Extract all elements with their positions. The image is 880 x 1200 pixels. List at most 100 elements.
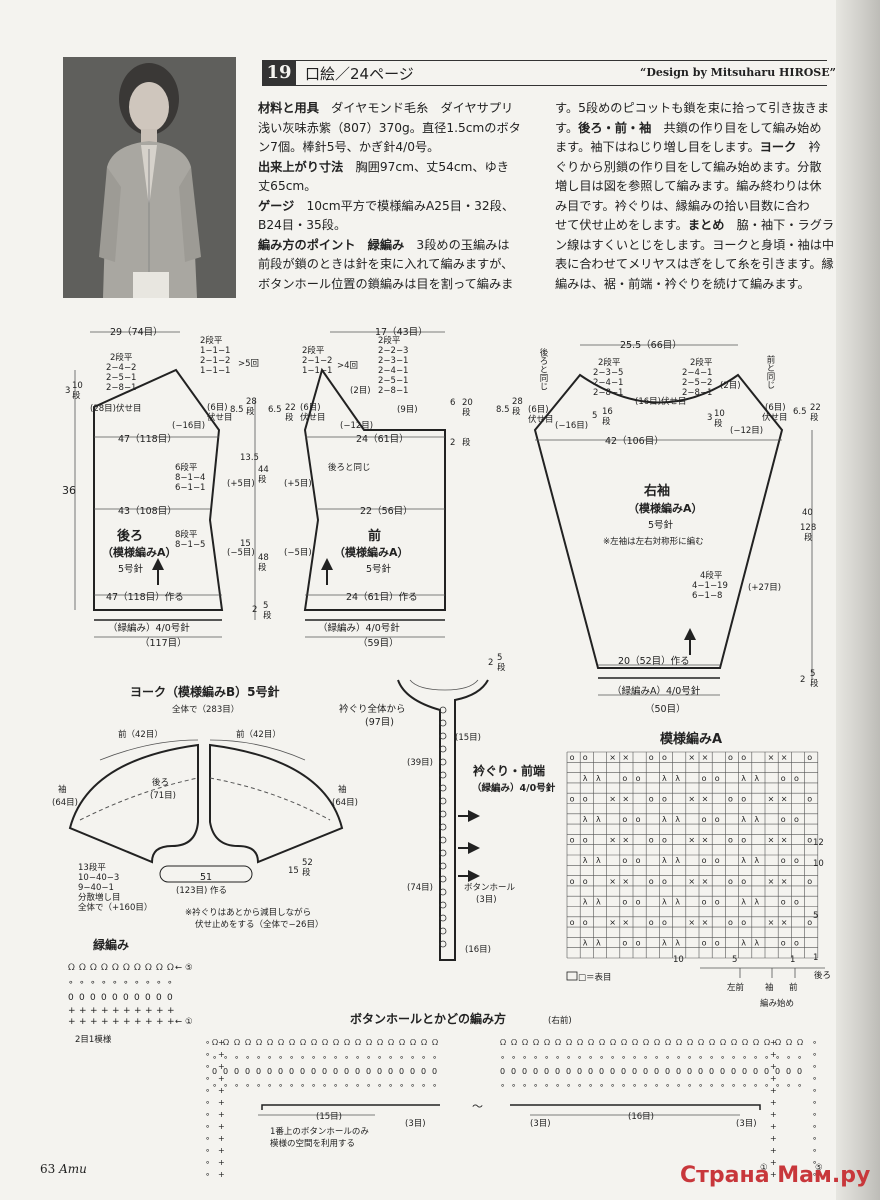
stitch-lambda: λ xyxy=(675,897,680,906)
bh-stitch: ∘ xyxy=(245,1081,250,1090)
buttonhole-note-2: 模様の空間を利用する xyxy=(270,1138,355,1149)
stitch-o: o xyxy=(570,877,575,886)
stitch-o: o xyxy=(715,815,720,824)
right-text-line: 表に合わせてメリヤスはぎをして糸を引きます。縁 xyxy=(555,255,834,275)
front-r20b: 段 xyxy=(462,407,471,418)
bh-stitch: ∘ xyxy=(500,1053,505,1062)
collar-r2: 2 xyxy=(488,658,493,668)
buttonhole-l3c: (3目) xyxy=(736,1119,757,1129)
yoke-sleeve-left-count: (64目) xyxy=(52,798,78,808)
stitch-lambda: λ xyxy=(583,856,588,865)
bh-edge-stitch: + xyxy=(218,1158,225,1167)
stitch-lambda: λ xyxy=(596,815,601,824)
pattern-a-front: 前 xyxy=(789,982,798,993)
bh-stitch: 0 xyxy=(333,1067,338,1076)
front-decb-0: 2段平 xyxy=(378,335,401,346)
stitch-cross: × xyxy=(609,877,616,886)
bh-stitch: ᘯ xyxy=(267,1038,273,1047)
stitch-cross: × xyxy=(702,918,709,927)
bh-edge-stitch: + xyxy=(770,1086,777,1095)
buttonhole-stitches: ᘯ∘0∘ᘯ∘0∘ᘯ∘0∘ᘯ∘0∘ᘯ∘0∘ᘯ∘0∘ᘯ∘0∘ᘯ∘0∘ᘯ∘0∘ᘯ∘0∘… xyxy=(205,1038,817,1179)
stitch-o: o xyxy=(622,815,627,824)
back-m16: (−16目) xyxy=(172,421,205,431)
edge-sc: + xyxy=(134,1017,142,1027)
bh-stitch: ∘ xyxy=(333,1053,338,1062)
collar-c15: (15目) xyxy=(455,733,481,743)
bh-stitch: ᘯ xyxy=(643,1038,649,1047)
sleeve-pattern: （模様編みA） xyxy=(628,501,703,515)
collar-picot xyxy=(439,888,447,896)
left-text-line: 編み方のポイント 緑編み 3段めの玉編みは xyxy=(258,236,521,256)
stitch-lambda: λ xyxy=(675,815,680,824)
edge-sc: + xyxy=(90,1006,98,1016)
yoke-total: 全体で（283目） xyxy=(172,704,239,715)
collar-picot xyxy=(439,901,447,909)
stitch-cross: × xyxy=(781,794,788,803)
front-r20: 20 xyxy=(462,398,473,408)
right-text-line: す。後ろ・前・袖 共鎖の作り目をして編み始め xyxy=(555,119,834,139)
bh-stitch: ∘ xyxy=(322,1053,327,1062)
bh-stitch: ᘯ xyxy=(731,1038,737,1047)
front-title: 前 xyxy=(368,528,381,544)
bh-stitch: 0 xyxy=(764,1067,769,1076)
bh-stitch: 0 xyxy=(399,1067,404,1076)
bh-stitch: ∘ xyxy=(797,1081,802,1090)
edge-sc: + xyxy=(134,1006,142,1016)
collar-picots xyxy=(439,706,447,948)
back-width-43: 43（108目） xyxy=(118,505,177,517)
bh-stitch: ∘ xyxy=(621,1053,626,1062)
bh-stitch: ∘ xyxy=(533,1053,538,1062)
bh-stitch: 0 xyxy=(577,1067,582,1076)
collar-picot xyxy=(439,771,447,779)
back-length: 36 xyxy=(62,484,76,497)
bh-edge-stitch: + xyxy=(218,1038,225,1047)
sleeve-width-42: 42（106目） xyxy=(605,435,664,447)
sleeve-r5: 5 xyxy=(810,669,815,679)
bh-edge-stitch: + xyxy=(218,1134,225,1143)
edging-stitches: ᘯ∘0++ᘯ∘0++ᘯ∘0++ᘯ∘0++ᘯ∘0++ᘯ∘0++ᘯ∘0++ᘯ∘0++… xyxy=(68,963,175,1027)
bh-stitch: ∘ xyxy=(289,1081,294,1090)
bh-stitch: ᘯ xyxy=(698,1038,704,1047)
sleeve-decb-3: 2−8−1 xyxy=(682,388,712,398)
stitch-o: o xyxy=(570,918,575,927)
back-r85: 8.5 xyxy=(230,405,244,415)
bh-stitch: ᘯ xyxy=(610,1038,616,1047)
sleeve-title: 右袖 xyxy=(643,483,670,499)
edge-sc: + xyxy=(167,1017,175,1027)
pattern-a-title: 模様編みA xyxy=(660,731,722,747)
right-text-bold: 後ろ・前・袖 xyxy=(578,120,652,135)
right-text-text: す。 xyxy=(555,120,579,135)
edge-sc: + xyxy=(68,1017,76,1027)
stitch-cross: × xyxy=(768,753,775,762)
yoke-back: 後ろ xyxy=(152,777,169,788)
sleeve-decb-1: 2−4−1 xyxy=(682,368,712,378)
bh-stitch: ∘ xyxy=(698,1081,703,1090)
left-text-line: 出来上がり寸法 胸囲97cm、丈54cm、ゆき xyxy=(258,158,521,178)
bh-stitch: 0 xyxy=(676,1067,681,1076)
sleeve-m3: 3 xyxy=(707,413,712,423)
bh-stitch: ∘ xyxy=(410,1053,415,1062)
pattern-a-row-10: 10 xyxy=(813,859,824,869)
back-needle: 5号針 xyxy=(118,563,144,575)
page-number-value: 63 xyxy=(40,1162,56,1176)
collar-picot xyxy=(439,797,447,805)
right-text-text: 増し目は図を参照して編みます。編み終わりは休 xyxy=(555,179,822,193)
left-text-line: 浅い灰味赤紫（807）370g。直径1.5cmのボタ xyxy=(258,119,521,139)
edge-bobble: 0 xyxy=(101,993,107,1003)
edge-sc: + xyxy=(68,1006,76,1016)
sleeve-r128b: 段 xyxy=(804,532,813,543)
sleeve-r5b: 段 xyxy=(810,678,819,689)
bh-edge-stitch: ∘ xyxy=(812,1062,817,1071)
front-l6b: 伏せ目 xyxy=(300,412,326,423)
stitch-lambda: λ xyxy=(583,774,588,783)
stitch-o: o xyxy=(728,918,733,927)
bh-stitch: 0 xyxy=(267,1067,272,1076)
back-inc2-1: 8−1−5 xyxy=(175,540,205,550)
bh-stitch: ᘯ xyxy=(621,1038,627,1047)
bh-stitch: ∘ xyxy=(333,1081,338,1090)
front-deca-0: 2段平 xyxy=(302,345,325,356)
sleeve-deca-2: 2−4−1 xyxy=(593,378,623,388)
back-shoulder-0: 2段平 xyxy=(200,335,223,346)
edge-sc: + xyxy=(90,1017,98,1027)
collar-c74: (74目) xyxy=(407,883,433,893)
